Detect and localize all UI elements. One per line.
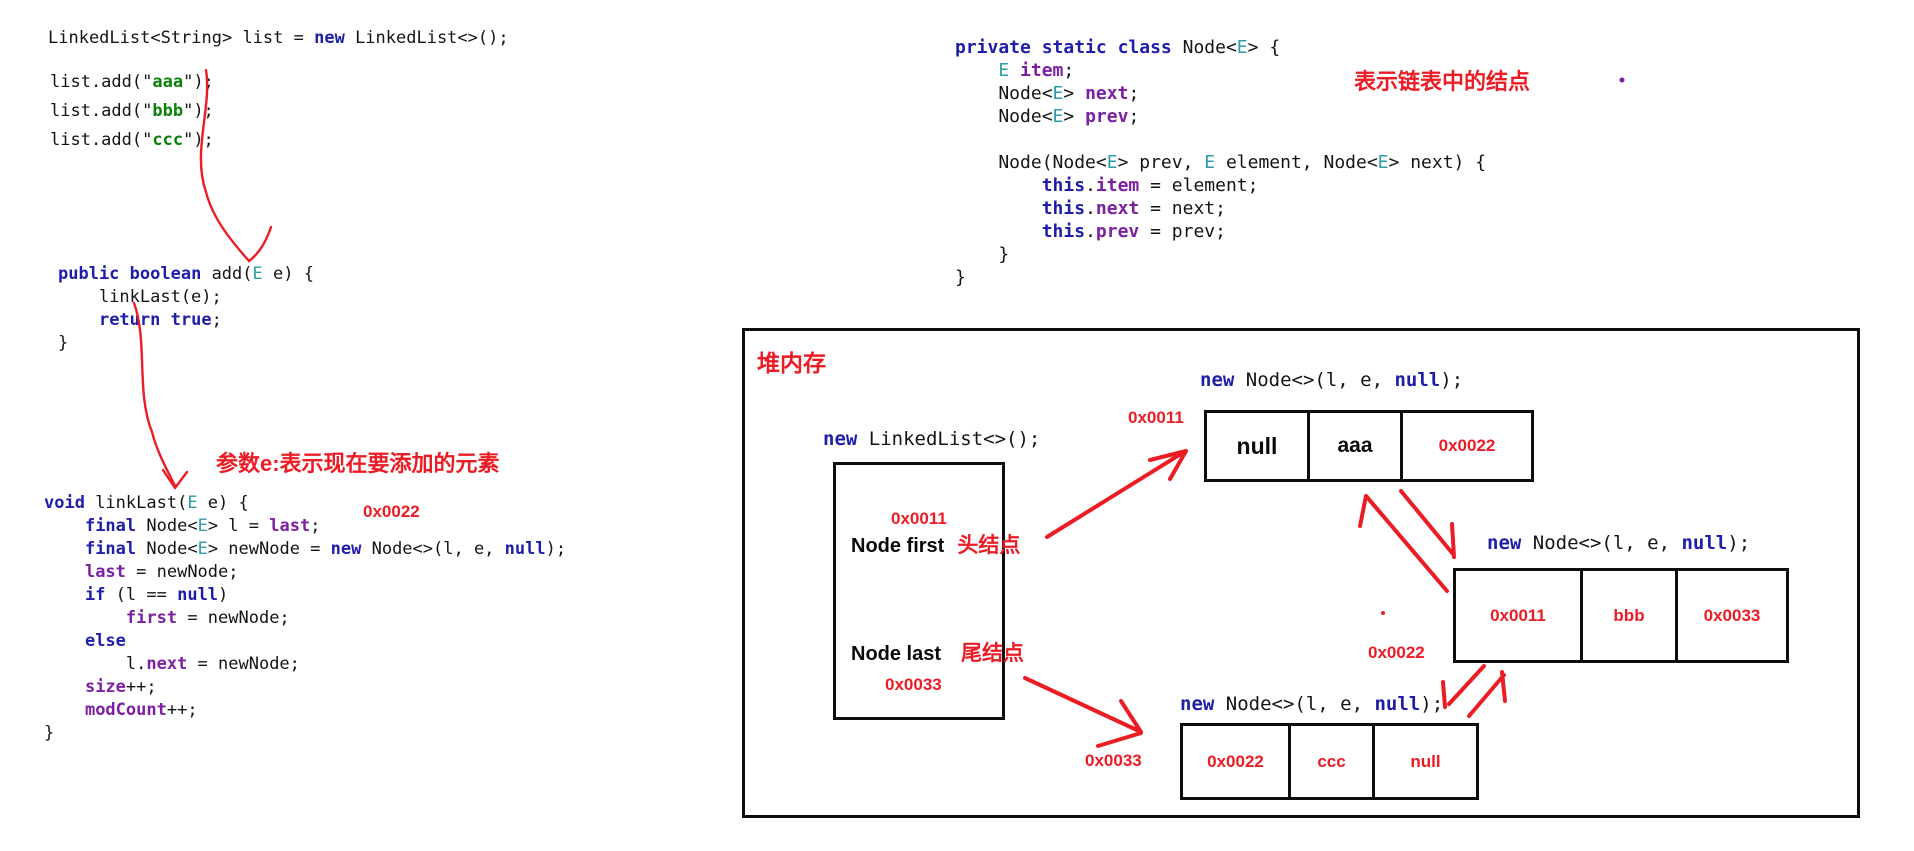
- code-new-node-ccc-label: new Node<>(l, e, null);: [1180, 692, 1443, 716]
- code-line: new Node<>(l, e, null);: [1200, 369, 1464, 391]
- code-line: else: [84, 631, 126, 651]
- code-line: return true;: [98, 310, 222, 330]
- node-last-label: Node last: [851, 643, 942, 665]
- node-box-bbb: 0x0011 bbb 0x0033: [1453, 568, 1789, 663]
- node-bbb-prev-cell: 0x0011: [1490, 605, 1546, 625]
- code-linkedlist-declaration: LinkedList<String> list = new LinkedList…: [48, 27, 509, 50]
- code-node-class: private static class Node<E> { E item; N…: [955, 36, 1486, 289]
- arrow-aaa-to-add-param-barb: [247, 225, 273, 263]
- node-aaa-prev-cell: null: [1236, 432, 1278, 459]
- addr-label-node-aaa: 0x0011: [1128, 408, 1184, 427]
- code-line: LinkedList<String> list = new LinkedList…: [48, 28, 509, 48]
- code-line: Node<E> next;: [955, 83, 1140, 104]
- stray-purple-dot: [1619, 77, 1625, 83]
- field-node-first: Node first 头结点: [851, 529, 1020, 559]
- code-list-add-calls: list.add("aaa"); list.add("bbb"); list.add…: [50, 68, 214, 155]
- node-box-ccc: 0x0022 ccc null: [1180, 723, 1479, 800]
- node-ccc-item-cell: ccc: [1288, 726, 1375, 797]
- code-line: E item;: [998, 60, 1075, 81]
- code-line: private static class Node<E> {: [955, 37, 1281, 58]
- code-line: Node<E> prev;: [955, 106, 1140, 127]
- head-node-cn-label: 头结点: [957, 534, 1021, 557]
- heap-memory-box: 堆内存: [742, 328, 1860, 818]
- annotation-param-e: 参数e:表示现在要添加的元素: [216, 451, 500, 476]
- code-line: }: [44, 723, 55, 743]
- code-line: [955, 128, 1486, 151]
- code-line: }: [58, 333, 69, 353]
- arrow-add-to-linklast-barb: [161, 468, 189, 490]
- node-ccc-prev-cell: 0x0022: [1207, 751, 1264, 771]
- node-aaa-item-cell: aaa: [1307, 413, 1403, 479]
- tail-node-cn-label: 尾结点: [961, 642, 1025, 665]
- linkedlist-object-box: 0x0011 Node first 头结点 Node last 尾结点 0x0033: [833, 462, 1024, 720]
- code-line: public boolean add(E e) {: [58, 264, 314, 284]
- code-line: }: [955, 244, 1010, 265]
- addr-first-0x0011: 0x0011: [891, 509, 947, 528]
- addr-last-0x0033: 0x0033: [885, 675, 942, 694]
- code-line: new Node<>(l, e, null);: [1487, 532, 1751, 554]
- code-line: }: [955, 267, 966, 288]
- code-line: final Node<E> l = last;: [84, 516, 321, 536]
- code-line: final Node<E> newNode = new Node<>(l, e,…: [84, 539, 567, 559]
- code-line: list.add("ccc");: [50, 130, 214, 150]
- code-line: if (l == null): [84, 585, 229, 605]
- code-line: l.next = newNode;: [44, 654, 300, 674]
- node-bbb-next-cell: 0x0033: [1703, 605, 1761, 625]
- code-line: new Node<>(l, e, null);: [1180, 693, 1444, 715]
- node-aaa-next-cell: 0x0022: [1438, 436, 1496, 455]
- node-box-aaa: null aaa 0x0022: [1204, 410, 1534, 482]
- annotation-node-meaning: 表示链表中的结点: [1354, 69, 1531, 94]
- addr-label-node-ccc: 0x0033: [1085, 751, 1142, 770]
- node-bbb-item-cell: bbb: [1580, 571, 1678, 660]
- code-add-method: public boolean add(E e) { linkLast(e); r…: [58, 263, 314, 355]
- heap-title: 堆内存: [757, 350, 826, 376]
- code-line: this.next = next;: [1041, 198, 1226, 219]
- code-line: list.add("bbb");: [50, 101, 214, 121]
- code-linklast-method: void linkLast(E e) { final Node<E> l = l…: [44, 492, 566, 745]
- code-line: last = newNode;: [84, 562, 239, 582]
- addr-label-0x0022-code: 0x0022: [363, 502, 420, 521]
- code-line: this.item = element;: [1041, 175, 1259, 196]
- code-line: size++;: [84, 677, 157, 697]
- addr-label-node-bbb: 0x0022: [1368, 643, 1425, 662]
- code-line: new LinkedList<>();: [823, 428, 1041, 450]
- code-new-linkedlist-label: new LinkedList<>();: [823, 427, 1040, 451]
- code-new-node-aaa-label: new Node<>(l, e, null);: [1200, 368, 1463, 392]
- node-ccc-next-cell: null: [1410, 751, 1441, 771]
- code-new-node-bbb-label: new Node<>(l, e, null);: [1487, 531, 1750, 555]
- code-line: void linkLast(E e) {: [44, 493, 249, 513]
- code-line: Node(Node<E> prev, E element, Node<E> ne…: [955, 152, 1487, 173]
- field-node-last: Node last 尾结点: [851, 637, 1024, 667]
- code-line: linkLast(e);: [58, 287, 222, 307]
- code-line: list.add("aaa");: [50, 72, 214, 92]
- code-line: modCount++;: [84, 700, 198, 720]
- code-line: this.prev = prev;: [1041, 221, 1226, 242]
- code-line: first = newNode;: [125, 608, 290, 628]
- node-first-label: Node first: [851, 535, 945, 557]
